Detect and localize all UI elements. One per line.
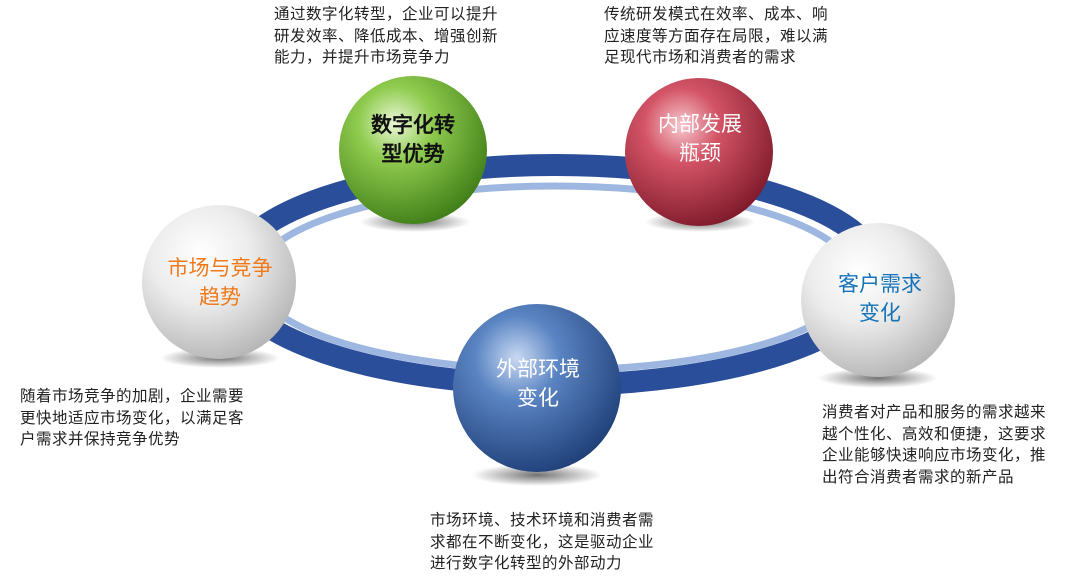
- node-label-external-environment: 外部环境 变化: [448, 355, 628, 413]
- node-label-customer-demand: 客户需求 变化: [800, 270, 960, 328]
- node-description-customer-demand: 消费者对产品和服务的需求越来 越个性化、高效和便捷，这要求 企业能够快速响应市场…: [822, 402, 1080, 488]
- node-label-digital-advantage: 数字化转 型优势: [338, 110, 488, 168]
- node-description-external-environment: 市场环境、技术环境和消费者需 求都在不断变化，这是驱动企业 进行数字化转型的外部…: [430, 510, 720, 575]
- node-description-market-trend: 随着市场竞争的加剧，企业需要 更快地适应市场变化，以满足客 户需求并保持竞争优势: [20, 386, 300, 451]
- node-description-digital-advantage: 通过数字化转型，企业可以提升 研发效率、降低成本、增强创新 能力，并提升市场竞争…: [274, 4, 554, 69]
- node-label-market-trend: 市场与竞争 趋势: [140, 254, 300, 312]
- node-description-internal-bottleneck: 传统研发模式在效率、成本、响 应速度等方面存在局限，难以满 足现代市场和消费者的…: [604, 4, 884, 69]
- node-label-internal-bottleneck: 内部发展 瓶颈: [620, 110, 780, 168]
